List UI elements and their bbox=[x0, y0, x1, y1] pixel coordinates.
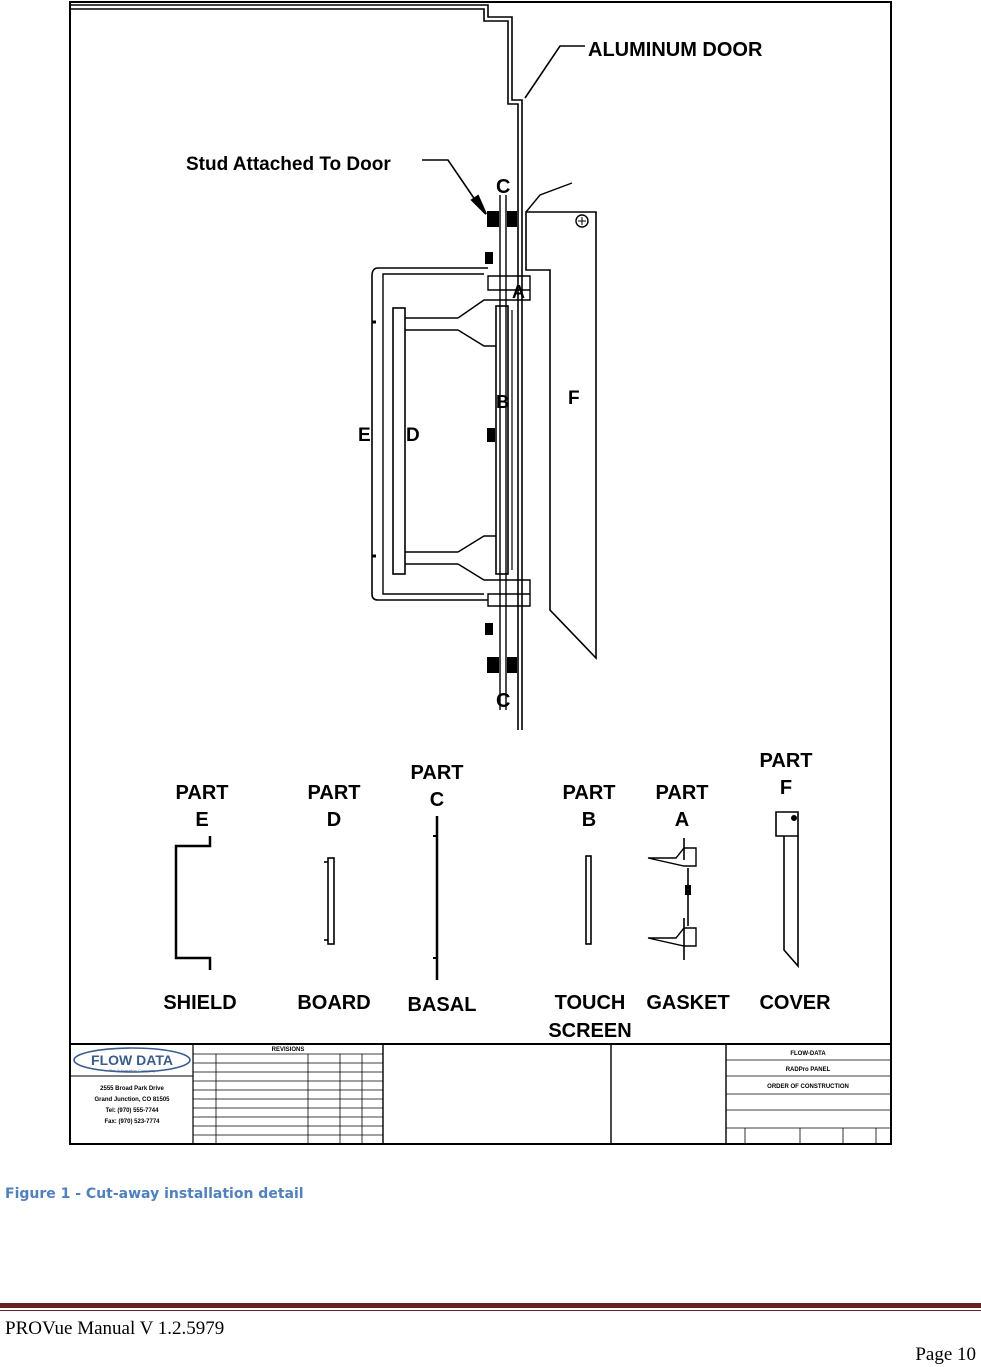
part-e-name: SHIELD bbox=[163, 992, 236, 1014]
part-d-heading: PART bbox=[308, 782, 361, 804]
part-f-heading: PART bbox=[760, 750, 813, 772]
letter-c-top: C bbox=[496, 176, 510, 198]
address-line-1: 2555 Broad Park Drive bbox=[100, 1086, 164, 1092]
part-a-letter: A bbox=[675, 809, 689, 831]
address-line-4: Fax: (970) 523-7774 bbox=[104, 1119, 160, 1125]
manual-version: PROVue Manual V 1.2.5979 bbox=[5, 1318, 225, 1339]
letter-b: B bbox=[496, 392, 509, 412]
stud-label: Stud Attached To Door bbox=[186, 154, 391, 175]
part-b-name: TOUCH bbox=[555, 992, 626, 1014]
company-name: FLOW-DATA bbox=[790, 1051, 826, 1057]
part-e-heading: PART bbox=[176, 782, 229, 804]
page-number: Page 10 bbox=[915, 1344, 976, 1365]
part-f-letter: F bbox=[780, 777, 792, 799]
aluminum-door-label: ALUMINUM DOOR bbox=[588, 39, 763, 61]
figure-caption: Figure 1 - Cut-away installation detail bbox=[5, 1186, 304, 1202]
part-c-name: BASAL bbox=[408, 994, 477, 1016]
flow-data-logo: FLOW DATA bbox=[91, 1052, 173, 1068]
part-b-letter: B bbox=[582, 809, 596, 831]
part-b-heading: PART bbox=[563, 782, 616, 804]
part-f-name: COVER bbox=[759, 992, 831, 1014]
footer-divider bbox=[0, 1303, 981, 1308]
letter-d: D bbox=[406, 425, 420, 446]
part-a-heading: PART bbox=[656, 782, 709, 804]
address-line-3: Tel: (970) 555-7744 bbox=[106, 1108, 160, 1114]
footer-divider-thin bbox=[0, 1310, 981, 1311]
revisions-title: REVISIONS bbox=[272, 1047, 305, 1053]
part-d-letter: D bbox=[327, 809, 341, 831]
part-c-letter: C bbox=[430, 789, 444, 811]
letter-a: A bbox=[512, 282, 525, 302]
part-c-heading: PART bbox=[411, 762, 464, 784]
part-d-name: BOARD bbox=[297, 992, 370, 1014]
installation-drawing: ALUMINUM DOOR Stud Attached To Door C A … bbox=[69, 1, 892, 1145]
address-line-2: Grand Junction, CO 81505 bbox=[94, 1097, 170, 1103]
letter-e: E bbox=[358, 425, 371, 446]
drawing-title: ORDER OF CONSTRUCTION bbox=[767, 1084, 849, 1090]
letter-f: F bbox=[568, 388, 580, 409]
part-b-name2: SCREEN bbox=[548, 1020, 631, 1042]
product-name: RADPro PANEL bbox=[786, 1067, 831, 1073]
letter-c-bottom: C bbox=[496, 690, 510, 712]
flow-data-logo-sub: The Automation Company bbox=[109, 1068, 155, 1073]
part-a-name: GASKET bbox=[646, 992, 729, 1014]
part-e-letter: E bbox=[195, 809, 208, 831]
